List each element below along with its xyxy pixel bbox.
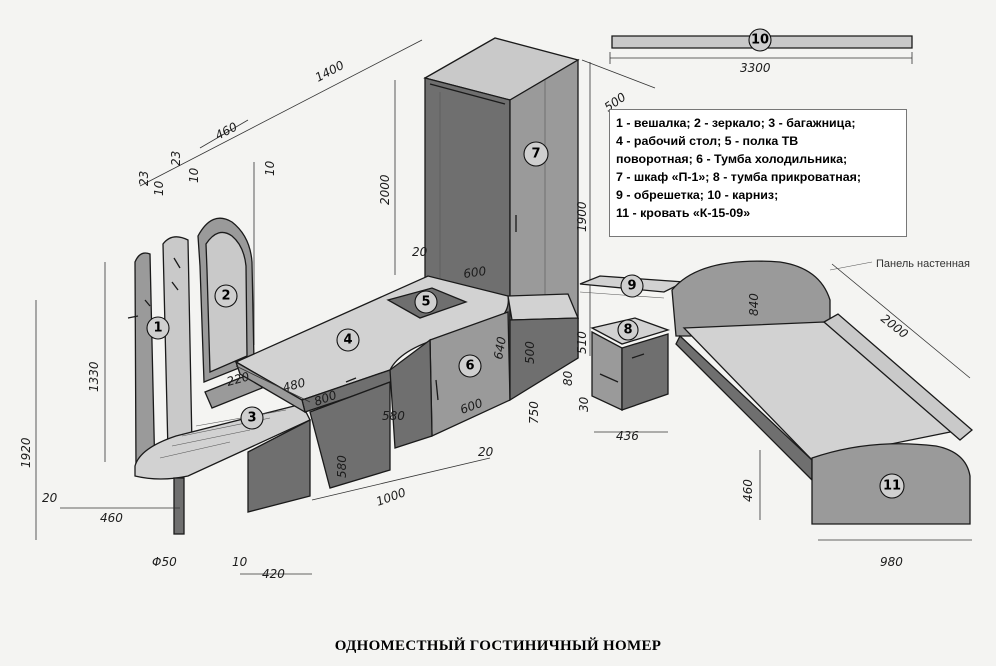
dim-10-a: 10: [152, 180, 166, 196]
callout-5: 5: [414, 290, 438, 314]
dim-1400: 1400: [313, 58, 347, 85]
dim-840: 840: [747, 293, 761, 316]
callout-7: 7: [523, 141, 549, 167]
dim-phi50: Φ50: [152, 555, 177, 569]
legend-line: 11 - кровать «К-15-09»: [616, 206, 751, 220]
page-title: ОДНОМЕСТНЫЙ ГОСТИНИЧНЫЙ НОМЕР: [334, 638, 662, 654]
dim-460-bottom: 460: [100, 511, 123, 525]
callout-2: 2: [214, 284, 238, 308]
dim-640: 640: [491, 335, 509, 360]
callout-9: 9: [620, 274, 644, 298]
dim-20-b: 20: [478, 445, 494, 459]
svg-text:3: 3: [247, 411, 256, 426]
dim-460-top: 460: [213, 119, 240, 142]
svg-text:6: 6: [465, 359, 474, 374]
dim-20: 20: [412, 245, 428, 259]
dim-23-a: 23: [137, 171, 151, 186]
legend-line: 9 - обрешетка; 10 - карниз;: [616, 188, 779, 202]
dim-1000: 1000: [374, 485, 408, 509]
dim-436: 436: [616, 429, 639, 443]
dim-500: 500: [523, 341, 537, 364]
legend-line: 7 - шкаф «П-1»; 8 - тумба прикроватная;: [616, 170, 862, 184]
legend-line: поворотная; 6 - Тумба холодильника;: [616, 152, 848, 166]
callout-4: 4: [336, 328, 360, 352]
bed: 980 460 2000 840: [671, 260, 974, 569]
hanger: 1330 1920: [19, 236, 193, 540]
legend-line: 4 - рабочий стол; 5 - полка ТВ: [616, 134, 799, 148]
callout-6: 6: [458, 354, 482, 378]
svg-text:10: 10: [751, 33, 769, 48]
svg-text:9: 9: [627, 279, 636, 294]
svg-text:2: 2: [221, 289, 230, 304]
svg-text:8: 8: [623, 323, 632, 338]
dim-220: 220: [225, 369, 251, 389]
dim-30: 30: [577, 396, 591, 412]
svg-text:7: 7: [531, 147, 540, 162]
svg-text:11: 11: [883, 479, 901, 494]
dim-480: 480: [281, 375, 307, 395]
dim-23-b: 23: [169, 151, 183, 166]
dim-20-c: 20: [42, 491, 58, 505]
dim-580-a: 580: [335, 455, 349, 478]
dim-3300: 3300: [740, 61, 771, 75]
dim-1920: 1920: [19, 437, 33, 468]
callout-10: 10: [748, 28, 772, 52]
dim-510: 510: [575, 331, 589, 354]
dim-580-b: 580: [382, 409, 405, 423]
svg-text:1: 1: [153, 321, 162, 336]
luggage-rack: [134, 371, 311, 535]
dim-80: 80: [561, 370, 575, 386]
callout-1: 1: [146, 316, 170, 340]
dim-600-top: 600: [462, 264, 487, 281]
dim-10-d: 10: [232, 555, 248, 569]
callout-3: 3: [240, 406, 264, 430]
legend-box: 1 - вешалка; 2 - зеркало; 3 - багажница;…: [609, 109, 907, 237]
legend-line: 1 - вешалка; 2 - зеркало; 3 - багажница;: [616, 116, 856, 130]
dim-1900: 1900: [575, 201, 589, 232]
dim-1330: 1330: [87, 361, 101, 392]
callout-11: 11: [879, 473, 905, 499]
svg-text:5: 5: [421, 295, 430, 310]
dim-10-b: 10: [187, 167, 201, 183]
callout-8: 8: [617, 319, 639, 341]
wall-panel-label: Панель настенная: [876, 258, 971, 270]
dim-980: 980: [880, 555, 903, 569]
dim-750: 750: [527, 401, 541, 424]
svg-text:4: 4: [343, 333, 352, 348]
dim-420: 420: [262, 567, 285, 581]
dim-10-c: 10: [263, 160, 277, 176]
dim-460-bed: 460: [741, 479, 755, 502]
dim-2000: 2000: [378, 174, 392, 205]
